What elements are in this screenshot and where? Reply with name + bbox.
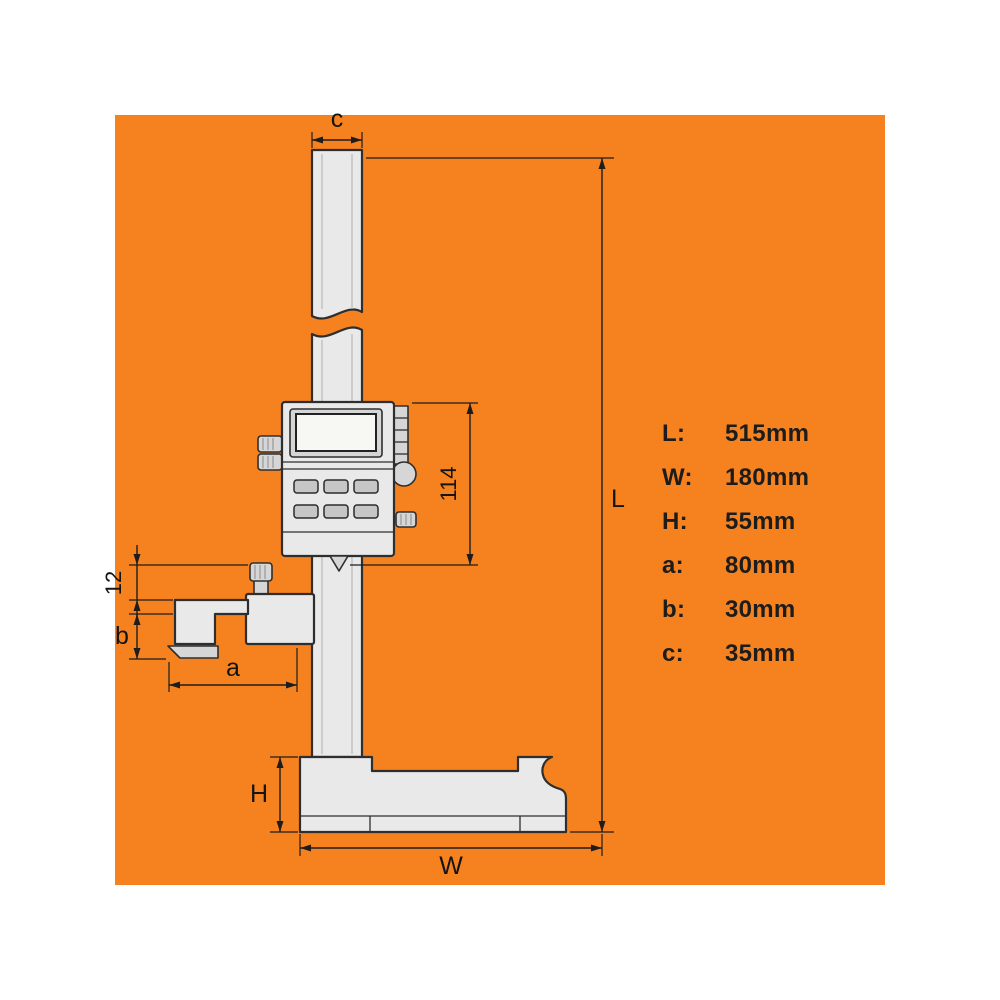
spec-row-c: c: 35mm: [662, 632, 809, 676]
dim-label-12: 12: [101, 571, 126, 595]
left-knob-lower: [257, 453, 283, 471]
dim-label-L: L: [611, 485, 625, 513]
spec-label: c:: [662, 640, 684, 667]
dim-label-a: a: [226, 654, 240, 682]
dim-label-W: W: [439, 852, 463, 880]
spec-value: 55mm: [725, 508, 796, 535]
dim-label-c: c: [331, 105, 344, 133]
orange-panel: [115, 115, 885, 885]
spec-label: H:: [662, 508, 688, 535]
button: [353, 504, 379, 519]
spec-row-a: a: 80mm: [662, 544, 809, 588]
fine-adjust-knob: [249, 562, 273, 582]
spec-value: 30mm: [725, 596, 796, 623]
left-knob-upper: [257, 435, 283, 453]
clamp-bracket: [244, 592, 316, 646]
button: [293, 504, 319, 519]
spec-value: 80mm: [725, 552, 796, 579]
dim-c: c: [311, 105, 363, 148]
thumb-wheel: [391, 461, 417, 487]
spec-value: 180mm: [725, 464, 810, 491]
button: [323, 479, 349, 494]
reference-pointer: [329, 555, 349, 572]
spec-label: b:: [662, 596, 686, 623]
dim-a: a: [168, 648, 298, 692]
spec-value: 35mm: [725, 640, 796, 667]
spec-row-H: H: 55mm: [662, 500, 809, 544]
scriber-assembly: [167, 562, 316, 659]
display-unit: [257, 400, 417, 572]
dim-b: b: [115, 613, 173, 660]
scriber-blade: [167, 645, 219, 659]
base: [298, 755, 568, 834]
spec-label: L:: [662, 420, 686, 447]
spec-label: W:: [662, 464, 693, 491]
dim-12: 12: [101, 545, 248, 620]
dim-114: 114: [350, 402, 478, 566]
dim-W: W: [299, 834, 603, 880]
dim-label-H: H: [250, 780, 268, 808]
spec-value: 515mm: [725, 420, 810, 447]
button: [353, 479, 379, 494]
spec-list: L: 515mm W: 180mm H: 55mm a: 80mm b: 30m…: [662, 412, 809, 676]
button: [323, 504, 349, 519]
spec-row-b: b: 30mm: [662, 588, 809, 632]
spec-row-L: L: 515mm: [662, 412, 809, 456]
spec-row-W: W: 180mm: [662, 456, 809, 500]
dim-L: L: [366, 157, 625, 833]
lcd-display: [295, 413, 377, 452]
button: [293, 479, 319, 494]
dim-label-114: 114: [436, 466, 461, 501]
clamp-plates: [393, 405, 409, 465]
dim-label-b: b: [115, 622, 129, 650]
scriber-arm: [173, 598, 250, 646]
spec-label: a:: [662, 552, 684, 579]
dim-H: H: [250, 756, 298, 833]
